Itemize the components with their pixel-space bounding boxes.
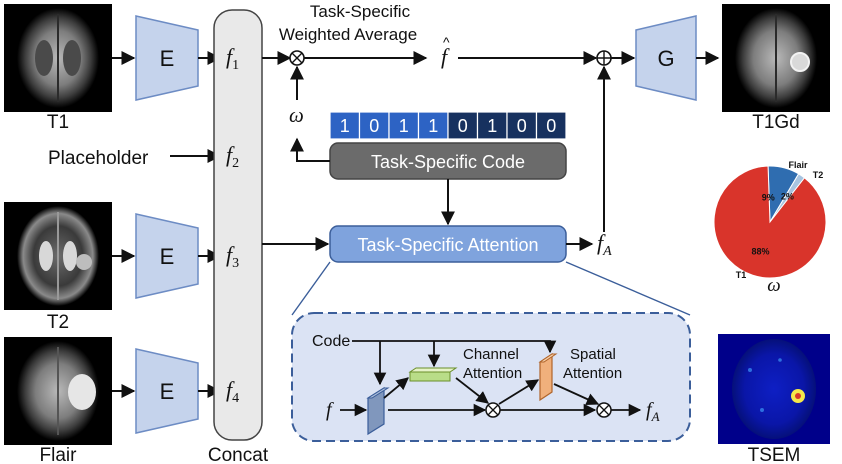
code-bit-cell xyxy=(535,111,567,140)
weighted-average-title-line1: Task-Specific xyxy=(310,2,411,21)
code-bit-value: 0 xyxy=(369,116,379,136)
generator: G xyxy=(635,15,697,101)
pie-category-label: T2 xyxy=(813,170,824,180)
svg-text:G: G xyxy=(657,46,674,71)
code-bit-cell xyxy=(388,111,420,140)
pie-value-label: 2% xyxy=(781,192,794,202)
t2-image xyxy=(4,202,112,310)
detail-f-label: f xyxy=(326,399,334,421)
arrow-spatial-multiply2 xyxy=(553,383,600,406)
task-attention-label: Task-Specific Attention xyxy=(357,235,538,255)
svg-text:E: E xyxy=(160,244,175,269)
pie-category-label: Flair xyxy=(788,160,808,170)
flair-image xyxy=(4,337,112,445)
pie-slice-t1 xyxy=(713,165,827,279)
placeholder-label: Placeholder xyxy=(48,148,149,169)
feature-f2: f2 xyxy=(226,142,239,171)
code-bit-value: 1 xyxy=(340,116,350,136)
arrow-channel-multiply1 xyxy=(455,377,489,404)
f-a: fA xyxy=(597,230,612,259)
concat-block xyxy=(213,9,263,441)
omega-symbol: ω xyxy=(289,103,304,127)
multiply-node-2 xyxy=(596,402,612,418)
feature-f3: f3 xyxy=(226,242,239,271)
zoom-line-left xyxy=(291,261,331,316)
conv-block xyxy=(366,386,390,436)
code-bit-value: 1 xyxy=(428,116,438,136)
code-bit-value: 1 xyxy=(399,116,409,136)
pie-value-label: 9% xyxy=(762,193,775,203)
spatial-attention-label-line1: Spatial xyxy=(570,346,616,363)
zoom-line-right xyxy=(565,261,691,316)
encoder-flair: E xyxy=(135,348,199,434)
arrow-code-omega xyxy=(290,137,330,162)
t1gd-label: T1Gd xyxy=(752,112,800,133)
code-bit-value: 0 xyxy=(517,116,527,136)
feature-f1: f1 xyxy=(226,44,239,73)
weighted-average-title-line2: Weighted Average xyxy=(279,25,417,44)
svg-text:E: E xyxy=(160,379,175,404)
flair-label: Flair xyxy=(40,445,78,464)
t2-label: T2 xyxy=(47,312,69,333)
arrow-multiply1-spatial xyxy=(498,379,540,405)
concat-label: Concat xyxy=(208,445,269,464)
task-code-label: Task-Specific Code xyxy=(371,152,525,172)
arrow-conv-channel xyxy=(383,377,409,399)
multiply-node xyxy=(289,50,305,66)
code-bit-value: 0 xyxy=(458,116,468,136)
code-bit-value: 1 xyxy=(487,116,497,136)
pie-omega-label: ω xyxy=(767,275,780,296)
t1-image xyxy=(4,4,112,112)
tsem-label: TSEM xyxy=(748,445,801,464)
channel-attention-block xyxy=(408,367,458,382)
encoder-t2: E xyxy=(135,213,199,299)
spatial-attention-label-line2: Attention xyxy=(563,365,622,382)
tsem-image xyxy=(718,334,830,444)
channel-attention-label-line2: Attention xyxy=(463,365,522,382)
f-hat: f xyxy=(441,44,450,69)
pie-category-label: T1 xyxy=(736,270,747,280)
arrow-code-spatial xyxy=(352,340,557,354)
multiply-node-1 xyxy=(485,402,501,418)
t1gd-image xyxy=(722,4,830,112)
code-bit-cell xyxy=(329,111,361,140)
encoder-t1: E xyxy=(135,15,199,101)
code-bit-cell xyxy=(417,111,449,140)
channel-attention-label-line1: Channel xyxy=(463,346,519,363)
svg-text:E: E xyxy=(160,46,175,71)
add-node xyxy=(596,50,612,66)
detail-code-label: Code xyxy=(312,333,350,350)
feature-f4: f4 xyxy=(226,377,239,406)
pie-value-label: 88% xyxy=(751,246,769,256)
hat-mark: ^ xyxy=(443,34,450,50)
t1-label: T1 xyxy=(47,112,69,133)
spatial-attention-block xyxy=(538,352,558,402)
code-bit-value: 0 xyxy=(546,116,556,136)
code-bit-cell xyxy=(358,111,390,140)
detail-fa-label: fA xyxy=(646,399,660,424)
